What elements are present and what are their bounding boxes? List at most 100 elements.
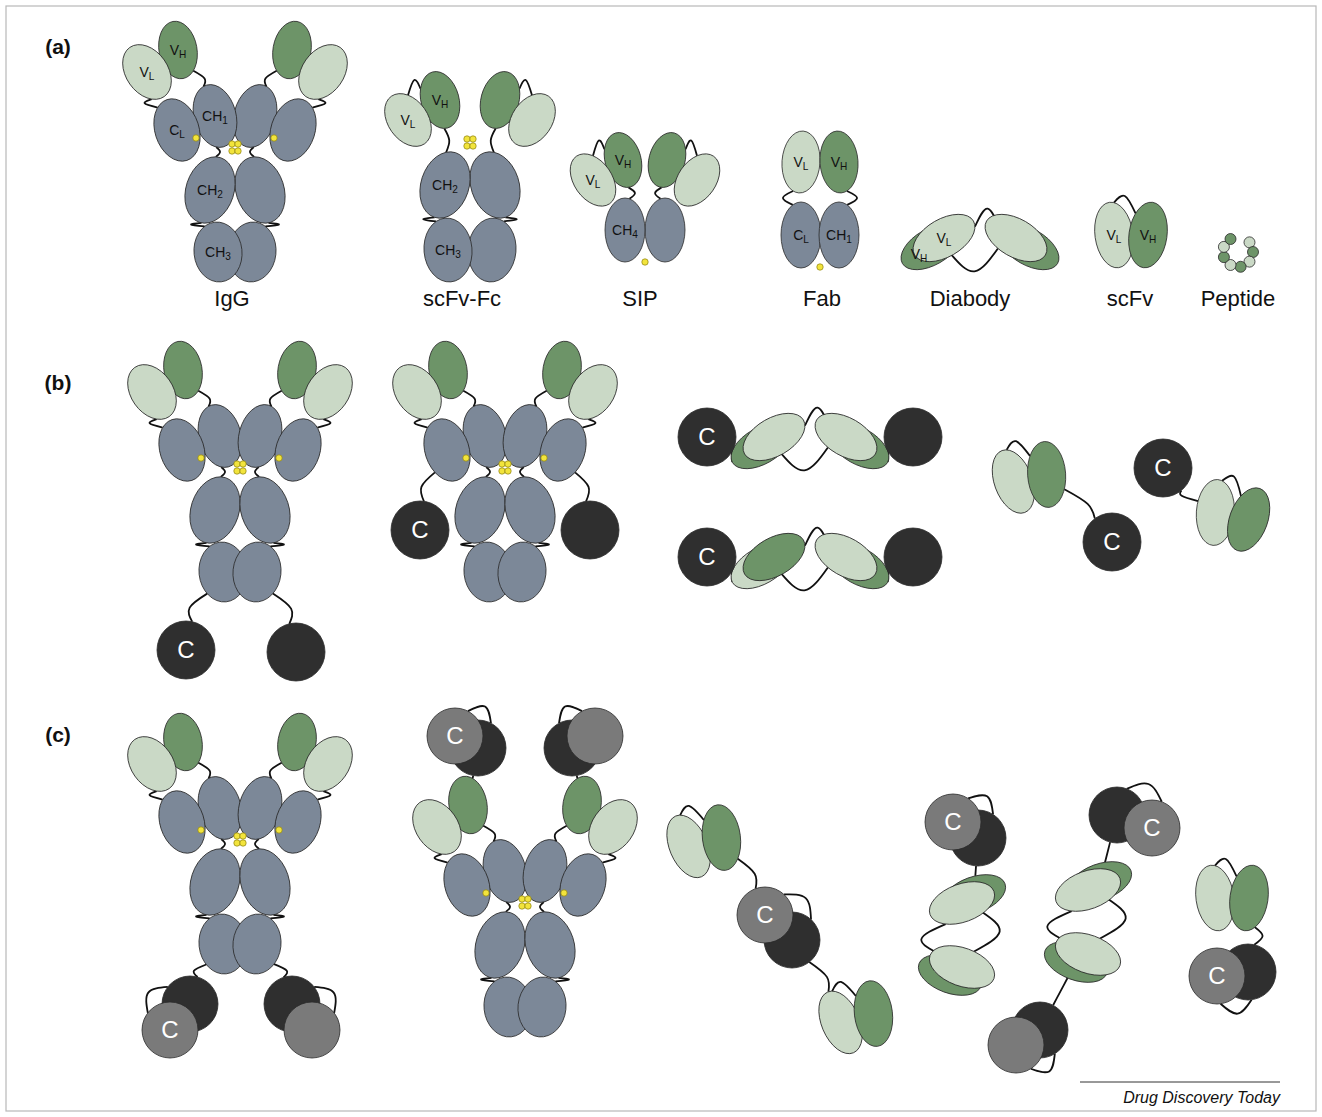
linker-line: [270, 391, 282, 407]
linker-edge: [783, 191, 793, 205]
linker-line: [1254, 927, 1262, 944]
linker-edge: [193, 71, 205, 87]
heavy-constant-domain: [467, 905, 534, 985]
linker-line: [486, 467, 490, 477]
heavy-constant-domain: [182, 470, 249, 550]
subscript: L: [803, 234, 809, 245]
linker-line: [1053, 978, 1067, 1005]
subscript: H: [1149, 234, 1156, 245]
linker-line: [1100, 898, 1126, 938]
credit-rule: [1080, 1082, 1280, 1083]
domain-shape: [427, 708, 483, 764]
heavy-constant-domain: [462, 145, 529, 225]
disulfide-bond: [234, 833, 240, 839]
domain-shape: [113, 35, 182, 108]
light-variable-domain: VL: [377, 89, 439, 151]
peptide-residue: [1218, 252, 1229, 263]
linker-line: [506, 902, 510, 912]
linker-line: [421, 472, 435, 501]
light-constant-domain: [267, 413, 329, 487]
heavy-variable-domain: [1226, 863, 1273, 934]
linker-edge: [423, 217, 436, 221]
disulfide-bond: [240, 461, 246, 467]
linker-line: [738, 859, 757, 889]
linker-edge: [847, 191, 857, 205]
domain-shape: [157, 621, 215, 679]
domain-label: VL: [1107, 228, 1122, 242]
domain-shape: [177, 150, 244, 230]
domain-label: VL: [937, 231, 952, 245]
light-constant-domain: [532, 413, 594, 487]
disulfide-bond: [525, 903, 531, 909]
payload-label: C: [446, 724, 463, 748]
linker-line: [189, 594, 208, 622]
format-name: Fab: [803, 287, 841, 311]
disulfide-bond: [463, 455, 469, 461]
subscript: H: [624, 159, 631, 170]
payload-subunit: [284, 1002, 340, 1058]
disulfide-bond: [276, 455, 282, 461]
linker-lines: [146, 71, 1262, 1073]
disulfide-bond: [235, 148, 241, 154]
fused-payload: C: [155, 619, 217, 681]
disulfide-bond: [240, 833, 246, 839]
domain-shape: [780, 130, 822, 194]
disulfide-bond: [240, 840, 246, 846]
light-variable-domain: [807, 524, 885, 591]
linker-line: [974, 911, 1000, 951]
domain-shape: [561, 145, 625, 214]
payload-subunit: [988, 1017, 1044, 1073]
linker-line: [265, 71, 277, 87]
domain-label: CH1: [202, 109, 228, 123]
heavy-variable-domain: [1219, 482, 1277, 557]
domain-shape: [421, 216, 474, 284]
domain-shape: [1189, 948, 1245, 1004]
payload-label: C: [1208, 964, 1225, 988]
subscript: H: [179, 49, 186, 60]
disulfide-bond: [229, 148, 235, 154]
heavy-constant-domain: [497, 470, 564, 550]
linker-line: [198, 763, 210, 779]
light-variable-domain: [735, 524, 813, 591]
domain-shape: [925, 794, 981, 850]
light-constant-domain: [436, 848, 498, 922]
payload-label: C: [698, 425, 715, 449]
payload-subunit: C: [1187, 946, 1247, 1006]
format-name: Diabody: [930, 287, 1011, 311]
heavy-constant-domain: CH3: [414, 216, 482, 284]
heavy-variable-domain: VH: [806, 129, 872, 195]
domain-shape: [412, 145, 479, 225]
heavy-constant-domain: [230, 912, 284, 977]
linker-line: [221, 467, 225, 477]
disulfide-bond: [525, 896, 531, 902]
disulfide-bond: [198, 827, 204, 833]
linker-line: [575, 472, 589, 501]
linker-edge: [593, 140, 604, 155]
light-constant-domain: [267, 785, 329, 859]
heavy-constant-domain: [645, 198, 685, 262]
format-name: scFv-Fc: [423, 287, 501, 311]
heavy-variable-domain: [851, 979, 897, 1049]
disulfide-bond: [561, 890, 567, 896]
heavy-constant-domain: CH1: [804, 200, 874, 270]
subscript: 3: [455, 249, 461, 260]
subscript: L: [1116, 234, 1122, 245]
domain-shape: [1124, 800, 1180, 856]
domain-shape: [391, 501, 449, 559]
heavy-constant-domain: [517, 905, 584, 985]
linker-line: [250, 147, 254, 157]
heavy-variable-domain: [1025, 440, 1068, 508]
heavy-constant-domain: [182, 842, 249, 922]
domain-shape: [1125, 200, 1172, 271]
peptide-residue: [1225, 234, 1236, 245]
light-constant-domain: CL: [143, 96, 211, 164]
light-variable-domain: [1050, 925, 1127, 984]
linker-line: [483, 826, 495, 842]
light-constant-domain: [151, 785, 213, 859]
domain-label: VL: [794, 155, 809, 169]
linker-line: [491, 128, 496, 152]
peptide: [1218, 234, 1258, 273]
subscript: L: [803, 161, 809, 172]
format-name: Peptide: [1201, 287, 1276, 311]
